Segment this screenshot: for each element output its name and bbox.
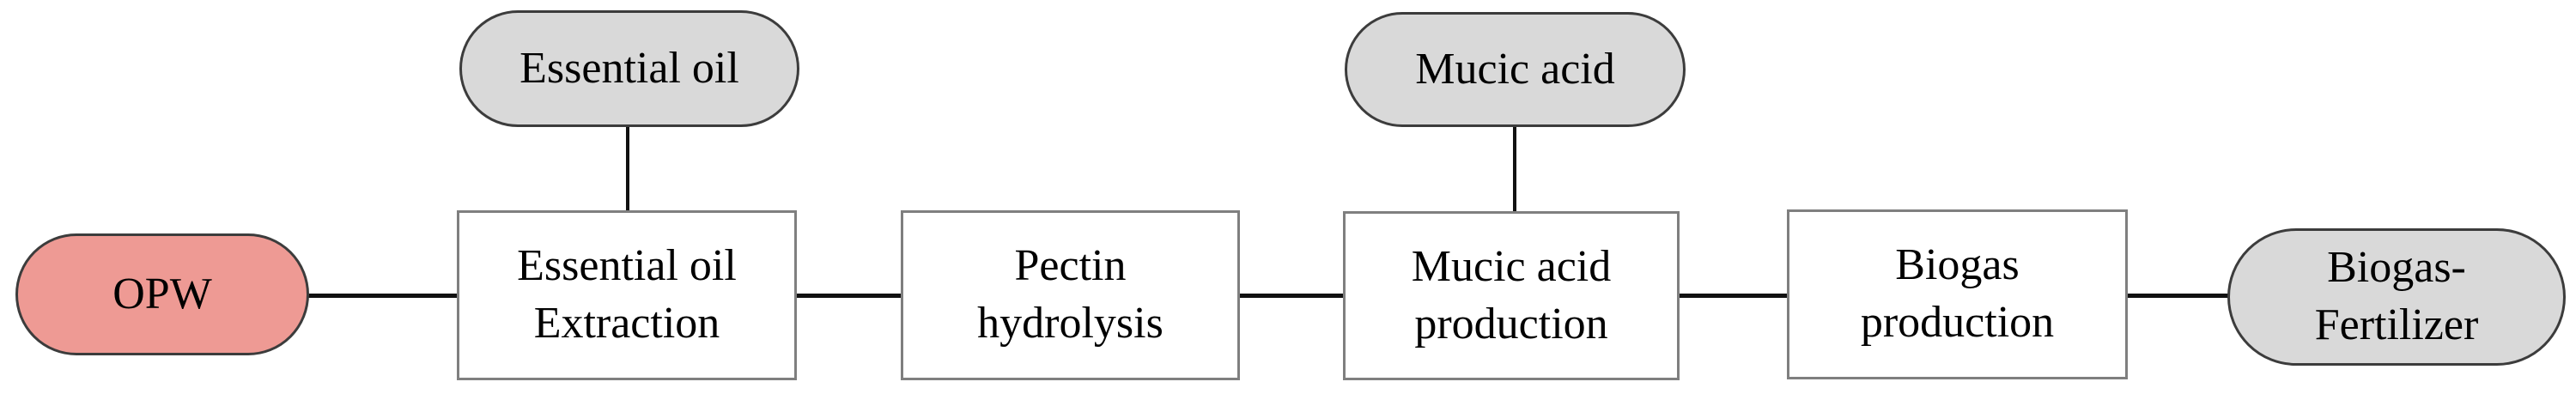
node-opw-label: OPW (112, 269, 212, 318)
node-mucic-acid-production-label-line2: production (1414, 299, 1608, 348)
node-essential-oil-extraction-label-line2: Extraction (533, 299, 720, 348)
node-essential-oil-label: Essential oil (519, 43, 739, 93)
node-mucic-acid-production: Mucic acid production (1343, 211, 1680, 380)
node-essential-oil-extraction-label-line1: Essential oil (517, 241, 737, 291)
node-essential-oil: Essential oil (459, 10, 799, 127)
node-pectin-hydrolysis: Pectin hydrolysis (901, 210, 1240, 380)
node-mucic-acid-production-label-line1: Mucic acid (1411, 241, 1612, 291)
connector-mucic-acid-to-production (1513, 69, 1516, 240)
connector-pectin-to-mucic (1202, 294, 1460, 298)
node-biogas-production-label-line1: Biogas (1895, 240, 2020, 290)
node-biogas-fertilizer-label-line1: Biogas- (2327, 243, 2466, 293)
node-biogas-production-label-line2: production (1860, 298, 2055, 347)
node-mucic-acid-label: Mucic acid (1415, 44, 1615, 94)
node-essential-oil-extraction: Essential oil Extraction (457, 210, 797, 380)
node-biogas-fertilizer: Biogas- Fertilizer (2227, 228, 2566, 366)
connector-mucic-to-biogas (1631, 294, 1889, 298)
connector-opw-to-extraction (172, 294, 601, 298)
connector-essential-oil-to-extraction (626, 69, 629, 240)
node-pectin-hydrolysis-label-line2: hydrolysis (977, 299, 1163, 348)
node-biogas-production: Biogas production (1787, 209, 2128, 379)
node-opw: OPW (15, 233, 309, 355)
node-mucic-acid: Mucic acid (1345, 12, 1686, 127)
node-biogas-fertilizer-label-line2: Fertilizer (2314, 300, 2479, 349)
node-pectin-hydrolysis-label-line1: Pectin (1014, 241, 1127, 291)
connector-biogas-to-fertilizer (2061, 294, 2361, 298)
